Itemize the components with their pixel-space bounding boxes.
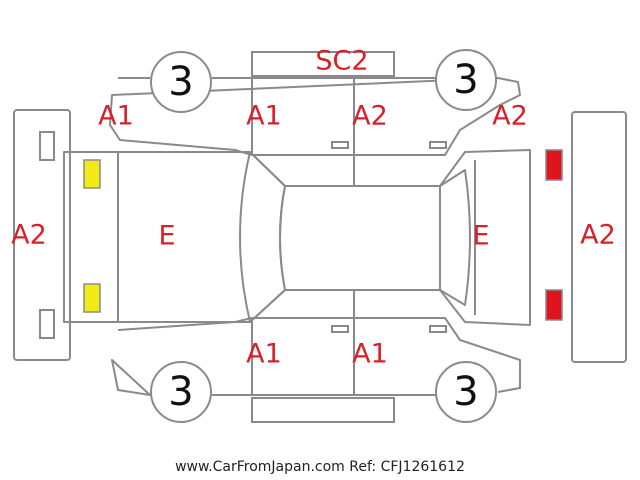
left-side-panel (109, 77, 521, 156)
rear-lamp-bottom (545, 289, 563, 321)
front-lamp-bottom (83, 283, 101, 313)
code-front-right-door: A1 (246, 339, 282, 370)
footer-reference: www.CarFromJapan.com Ref: CFJ1261612 (175, 459, 465, 475)
wheel-rear-right (435, 361, 497, 423)
car-body-outline (63, 149, 531, 326)
code-rear-right-door: A1 (352, 339, 388, 370)
right-rear-handle (429, 325, 447, 333)
code-front-bumper: A2 (11, 220, 47, 251)
code-front-left-door: A1 (246, 101, 282, 132)
code-top-center: SC2 (315, 46, 368, 77)
rear-window (439, 169, 471, 306)
rear-lamp-top (545, 149, 563, 181)
left-front-handle (331, 141, 349, 149)
rear-bumper-panel (571, 111, 627, 363)
code-rear-left-corner: A2 (492, 101, 528, 132)
code-front-left-corner: A1 (98, 101, 134, 132)
roof (279, 185, 441, 291)
wheel-front-right (150, 361, 212, 423)
wheel-rear-right-number: 3 (453, 369, 478, 415)
front-fog-slot-top (39, 131, 55, 161)
left-roof-rail (251, 51, 395, 77)
wheel-front-right-number: 3 (168, 369, 193, 415)
left-rear-handle (429, 141, 447, 149)
wheel-rear-left-number: 3 (453, 57, 478, 103)
code-trunk: E (472, 221, 489, 252)
right-front-handle (331, 325, 349, 333)
front-bumper-panel (13, 109, 71, 361)
code-rear-left-door: A2 (352, 101, 388, 132)
wheel-front-left (150, 51, 212, 113)
code-hood: E (158, 221, 175, 252)
code-rear-bumper: A2 (580, 220, 616, 251)
front-fog-slot-bottom (39, 309, 55, 339)
windshield (239, 151, 286, 323)
front-lamp-top (83, 159, 101, 189)
wheel-front-left-number: 3 (168, 59, 193, 105)
wheel-rear-left (435, 49, 497, 111)
right-rocker-panel (251, 397, 395, 423)
